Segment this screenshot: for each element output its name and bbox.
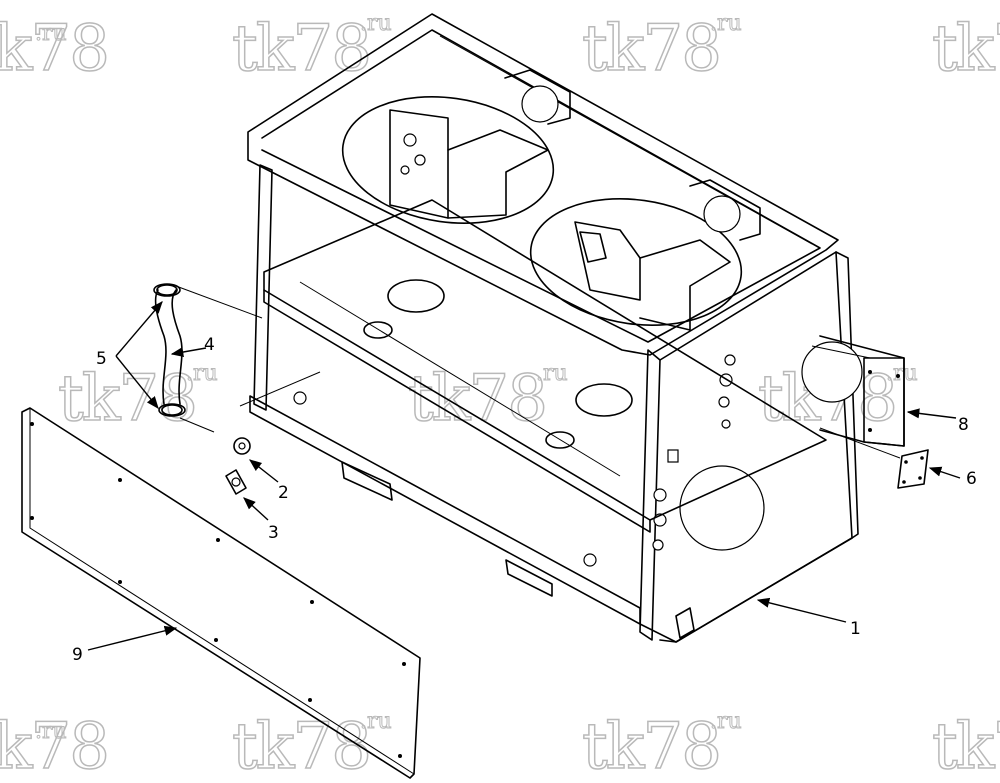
svg-text:.ru: .ru: [360, 709, 392, 734]
grommet: [233, 437, 251, 455]
svg-text:.ru: .ru: [710, 709, 742, 734]
callout-9: 9: [72, 645, 83, 665]
svg-text:tk78: tk78: [58, 362, 196, 436]
watermark: tk78: [931, 11, 1000, 87]
callout-6: 6: [966, 469, 977, 489]
svg-text:tk78: tk78: [582, 710, 720, 783]
side-holes: [652, 354, 736, 551]
callouts: 1 2 3 4 5 6 8 9: [72, 335, 977, 665]
svg-text:tk78: tk78: [232, 12, 370, 86]
callout-4: 4: [204, 335, 215, 355]
svg-text:.ru: .ru: [360, 11, 392, 36]
svg-text:tk78: tk78: [932, 710, 1000, 783]
watermark: tk78 .ru: [57, 361, 218, 437]
svg-text:.ru: .ru: [35, 21, 67, 46]
svg-text:tk78: tk78: [0, 12, 108, 86]
svg-text:tk78: tk78: [408, 362, 546, 436]
watermark: tk78 .ru: [0, 709, 111, 783]
hose-clamps: [153, 283, 186, 417]
svg-text:tk78: tk78: [232, 710, 370, 783]
callout-2: 2: [278, 483, 289, 503]
watermark: tk78 .ru: [231, 709, 392, 783]
svg-text:.ru: .ru: [886, 361, 918, 386]
callout-5: 5: [96, 349, 107, 369]
svg-text:.ru: .ru: [536, 361, 568, 386]
watermark: tk78 .ru: [0, 11, 111, 87]
front-panel: [21, 407, 421, 779]
clip: [225, 469, 247, 495]
svg-text:tk78: tk78: [932, 12, 1000, 86]
svg-text:.ru: .ru: [35, 719, 67, 744]
callout-8: 8: [958, 415, 969, 435]
side-cover-plate: [819, 335, 905, 447]
svg-text:tk78: tk78: [0, 710, 108, 783]
watermarks: tk78 .ru tk78 .ru tk78 .ru tk78 tk78 .ru…: [0, 11, 1000, 783]
callout-1: 1: [850, 619, 861, 639]
small-plate: [897, 449, 929, 489]
watermark: tk78 .ru: [231, 11, 392, 87]
watermark: tk78 .ru: [407, 361, 568, 437]
svg-text:tk78: tk78: [582, 12, 720, 86]
watermark: tk78: [931, 709, 1000, 783]
panel-fastener-holes: [30, 422, 406, 758]
svg-text:.ru: .ru: [710, 11, 742, 36]
svg-text:.ru: .ru: [186, 361, 218, 386]
watermark: tk78 .ru: [581, 709, 742, 783]
frame-assembly: [247, 13, 863, 643]
leaders: [87, 301, 961, 651]
callout-3: 3: [268, 523, 279, 543]
watermark: tk78 .ru: [581, 11, 742, 87]
projection-lines: [175, 285, 901, 459]
